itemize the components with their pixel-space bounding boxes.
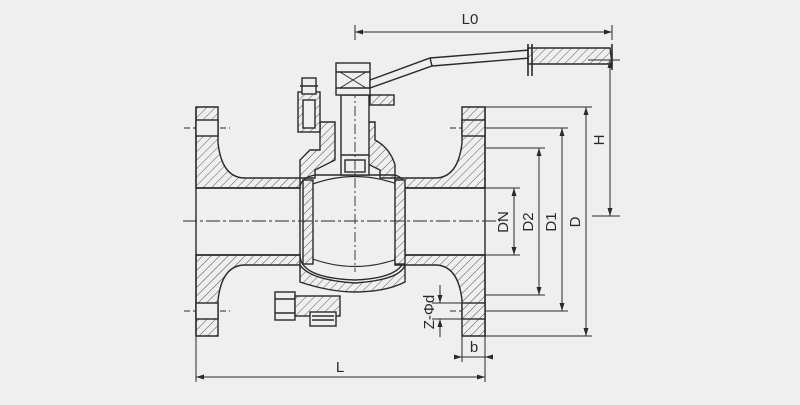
- dimension-arrows: [196, 29, 613, 380]
- dimension-labels: L0 H DN D2 D1 D Z-Φd b L: [336, 11, 608, 376]
- dimension-lines: [195, 25, 620, 382]
- left-flange-bolt-upper: [195, 119, 219, 137]
- label-D2: D2: [520, 212, 537, 231]
- right-flange-upper: [394, 106, 486, 189]
- handle-grip: [527, 47, 613, 65]
- packing-gland: [297, 77, 321, 133]
- right-flange-bolt-lower: [461, 302, 486, 320]
- label-D1: D1: [543, 212, 560, 231]
- label-DN: DN: [495, 211, 512, 233]
- lower-body: [299, 262, 406, 293]
- seat-right: [394, 179, 406, 265]
- bottom-bolt: [274, 291, 341, 327]
- ball-cavity: [299, 174, 406, 281]
- bonnet-left: [299, 121, 336, 179]
- left-flange-upper: [195, 106, 301, 189]
- valve-body: [195, 44, 613, 337]
- label-Z-phi-d: Z-Φd: [421, 295, 438, 329]
- label-D: D: [567, 216, 584, 227]
- right-flange-bolt-upper: [461, 119, 486, 137]
- left-flange-bolt-lower: [195, 302, 219, 320]
- label-b: b: [470, 339, 478, 356]
- label-L0: L0: [462, 11, 479, 28]
- label-H: H: [591, 135, 608, 146]
- stem-head: [335, 62, 371, 96]
- seat-left: [302, 179, 314, 265]
- label-L: L: [336, 359, 344, 376]
